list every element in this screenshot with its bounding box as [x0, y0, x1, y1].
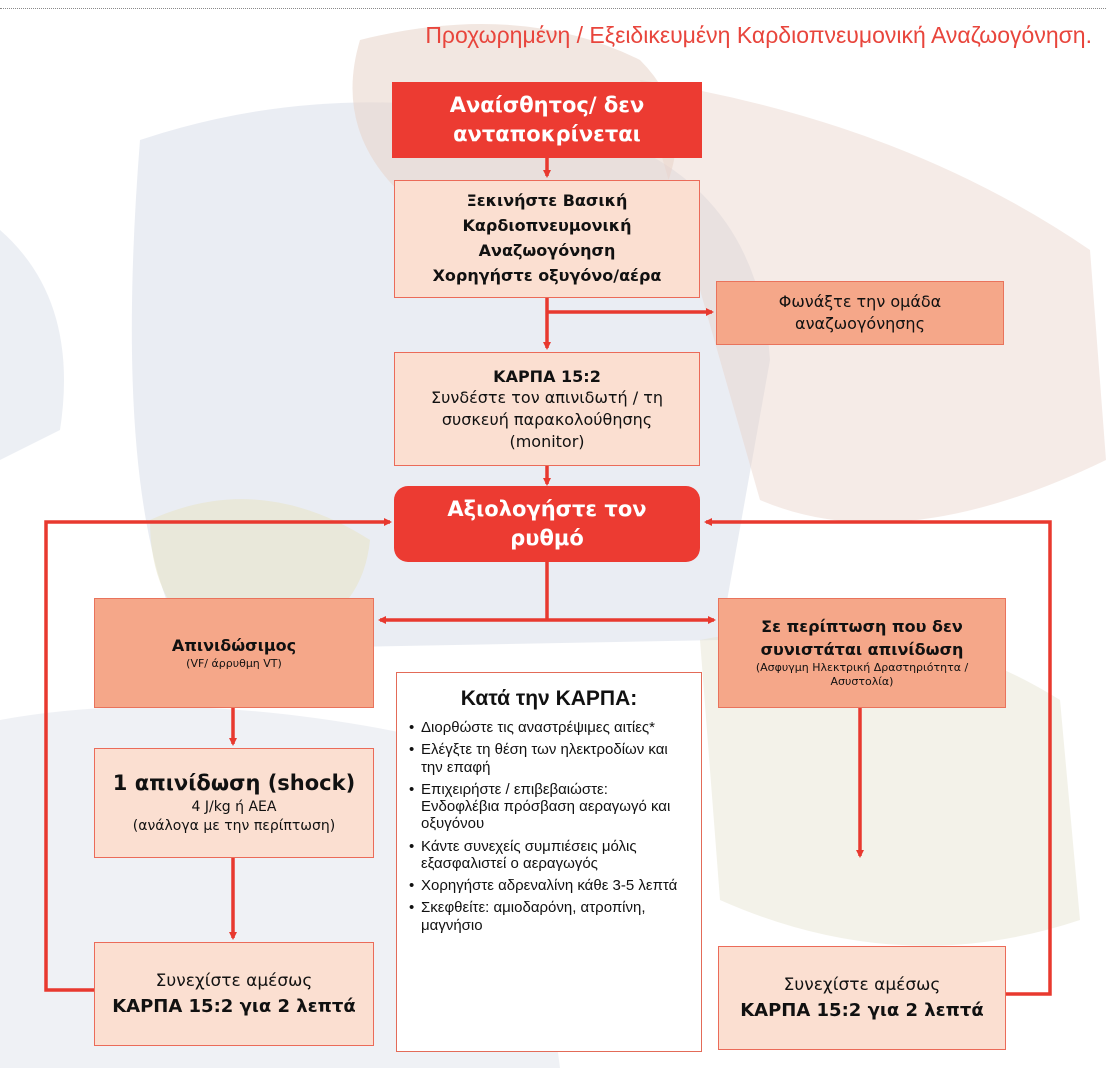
unconscious-box: Αναίσθητος/ δεν ανταποκρίνεται	[392, 82, 702, 158]
cpr-connect-heading: ΚΑΡΠΑ 15:2	[493, 366, 601, 388]
continue-cpr-left-box: Συνεχίστε αμέσως ΚΑΡΠΑ 15:2 για 2 λεπτά	[94, 942, 374, 1046]
list-item: Κάντε συνεχείς συμπιέσεις μόλις εξασφαλι…	[409, 838, 689, 873]
non-shockable-line1: Σε περίπτωση που δεν	[761, 616, 963, 638]
start-bls-line: Αναζωογόνηση	[479, 239, 616, 264]
one-shock-heading: 1 απινίδωση (shock)	[113, 769, 355, 797]
continue-right-line1: Συνεχίστε αμέσως	[784, 973, 941, 999]
one-shock-line2: (ανάλογα με την περίπτωση)	[133, 817, 335, 837]
cpr-connect-line: (monitor)	[509, 431, 584, 453]
non-shockable-sub2: Ασυστολία)	[831, 675, 894, 689]
list-item: Ελέγξτε τη θέση των ηλεκτροδίων και την …	[409, 741, 689, 776]
list-item: Διορθώστε τις αναστρέψιμες αιτίες*	[409, 719, 689, 736]
assess-rhythm-line1: Αξιολογήστε τον	[447, 495, 646, 524]
cpr-connect-line: συσκευή παρακολούθησης	[442, 409, 652, 431]
start-bls-box: Ξεκινήστε Βασική Καρδιοπνευμονική Αναζωο…	[394, 180, 700, 298]
list-item: Σκεφθείτε: αμιοδαρόνη, ατροπίνη, μαγνήσι…	[409, 899, 689, 934]
shockable-sub: (VF/ άρρυθμη VT)	[186, 657, 282, 671]
top-divider	[0, 8, 1106, 9]
call-team-line2: αναζωογόνησης	[795, 313, 925, 335]
unconscious-line1: Αναίσθητος/ δεν	[450, 91, 645, 120]
unconscious-line2: ανταποκρίνεται	[453, 120, 641, 149]
call-team-box: Φωνάξτε την ομάδα αναζωογόνησης	[716, 281, 1004, 345]
continue-cpr-right-box: Συνεχίστε αμέσως ΚΑΡΠΑ 15:2 για 2 λεπτά	[718, 946, 1006, 1050]
assess-rhythm-line2: ρυθμό	[510, 524, 584, 553]
cpr-connect-line: Συνδέστε τον απινιδωτή / τη	[431, 387, 663, 409]
start-bls-line: Καρδιοπνευμονική	[463, 214, 632, 239]
cpr-connect-box: ΚΑΡΠΑ 15:2 Συνδέστε τον απινιδωτή / τη σ…	[394, 352, 700, 466]
continue-left-line2: ΚΑΡΠΑ 15:2 για 2 λεπτά	[112, 995, 356, 1019]
non-shockable-sub1: (Ασφυγμη Ηλεκτρική Δραστηριότητα /	[756, 661, 968, 675]
list-item: Επιχειρήστε / επιβεβαιώστε: Ενδοφλέβια π…	[409, 781, 689, 833]
non-shockable-box: Σε περίπτωση που δεν συνιστάται απινίδωσ…	[718, 598, 1006, 708]
during-cpr-heading: Κατά την ΚΑΡΠΑ:	[409, 687, 689, 711]
shockable-heading: Απινιδώσιμος	[172, 634, 296, 657]
one-shock-line1: 4 J/kg ή ΑΕΑ	[192, 798, 277, 818]
continue-left-line1: Συνεχίστε αμέσως	[156, 969, 313, 995]
list-item: Χορηγήστε αδρεναλίνη κάθε 3-5 λεπτά	[409, 877, 689, 894]
one-shock-box: 1 απινίδωση (shock) 4 J/kg ή ΑΕΑ (ανάλογ…	[94, 748, 374, 858]
start-bls-line: Ξεκινήστε Βασική	[467, 189, 628, 214]
shockable-box: Απινιδώσιμος (VF/ άρρυθμη VT)	[94, 598, 374, 708]
non-shockable-line2: συνιστάται απινίδωση	[761, 639, 964, 661]
start-bls-line: Χορηγήστε οξυγόνο/αέρα	[433, 264, 662, 289]
page-title: Προχωρημένη / Εξειδικευμένη Καρδιοπνευμο…	[425, 22, 1092, 49]
continue-right-line2: ΚΑΡΠΑ 15:2 για 2 λεπτά	[740, 999, 984, 1023]
call-team-line1: Φωνάξτε την ομάδα	[779, 291, 941, 313]
assess-rhythm-box: Αξιολογήστε τον ρυθμό	[394, 486, 700, 562]
during-cpr-list: Διορθώστε τις αναστρέψιμες αιτίες* Ελέγξ…	[409, 719, 689, 939]
during-cpr-box: Κατά την ΚΑΡΠΑ: Διορθώστε τις αναστρέψιμ…	[396, 672, 702, 1052]
